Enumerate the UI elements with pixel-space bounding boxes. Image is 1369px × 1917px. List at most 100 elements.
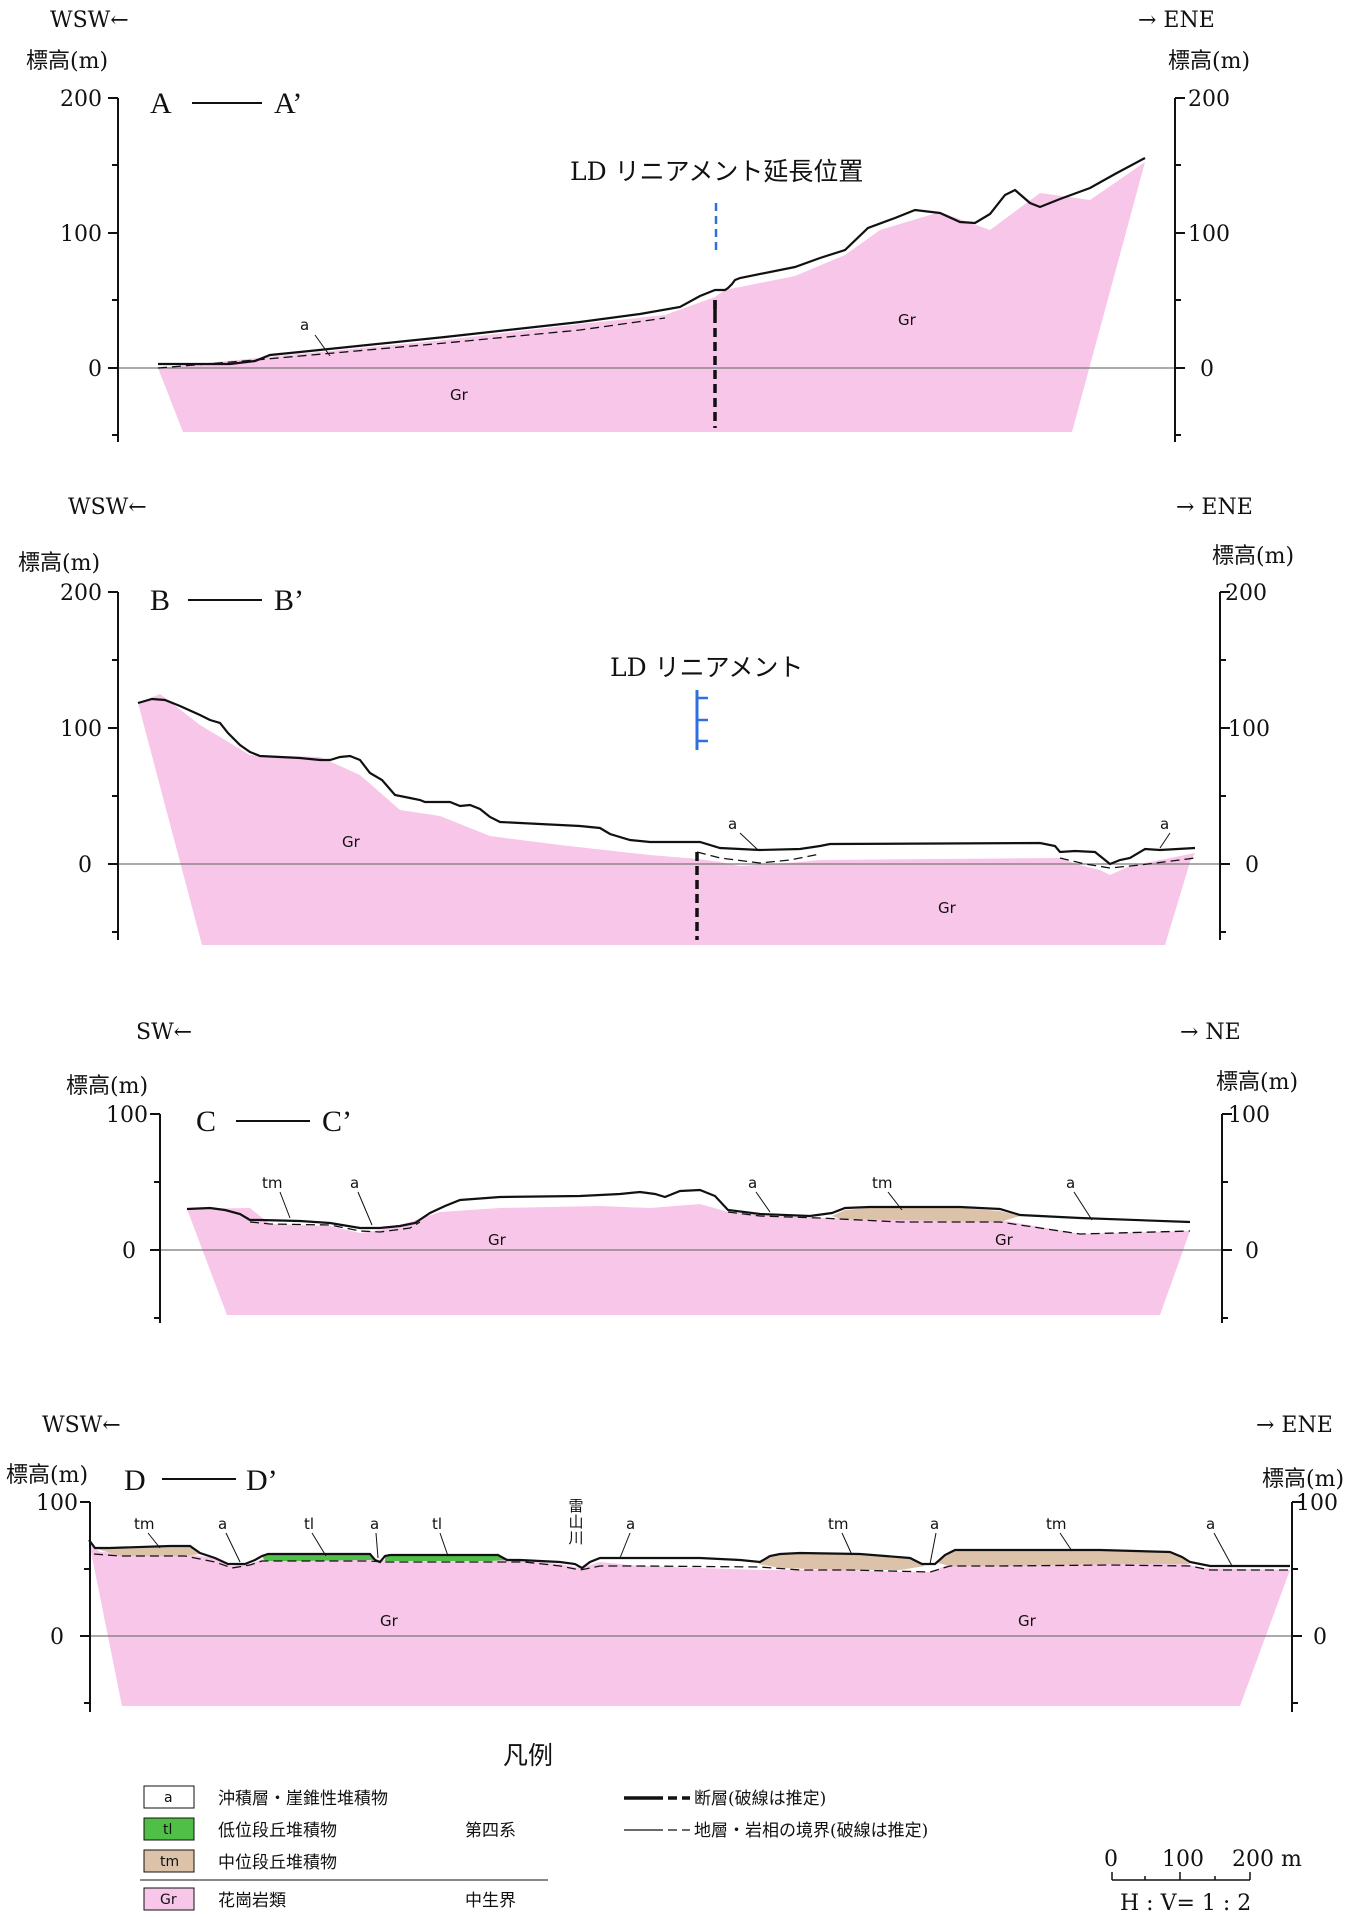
leader-b-a1 — [739, 832, 759, 851]
legend-item-fault: 断層(破線は推定) — [624, 1789, 826, 1809]
unit-label-gr-c2: Gr — [995, 1231, 1014, 1249]
left-axis-b — [108, 591, 119, 940]
section-title-c: C — [196, 1105, 216, 1138]
deposit-label-d-a4: a — [930, 1515, 939, 1533]
ground-surface-c — [186, 1188, 1191, 1230]
right-axis-c — [1221, 1113, 1232, 1323]
granite-body-b — [138, 694, 1195, 945]
unit-left-b: 標高(m) — [18, 551, 100, 576]
deposit-label-d-tl1: tl — [304, 1515, 314, 1533]
tick-label-b-200-left: 200 — [60, 581, 102, 606]
unit-right-d: 標高(m) — [1262, 1467, 1344, 1492]
deposit-label-c-tm1: tm — [262, 1174, 283, 1192]
tick-label-a-200-right: 200 — [1188, 87, 1230, 112]
alluvium-boundary-b1 — [696, 851, 821, 864]
legend-symbol-low-terrace: tl — [163, 1822, 172, 1838]
section-title-a: A — [150, 87, 172, 120]
scale-label-0: 0 — [1104, 1847, 1118, 1872]
unit-right-c: 標高(m) — [1216, 1070, 1298, 1095]
river-name-char-3: 川 — [568, 1529, 583, 1547]
legend-item-alluvium: a 沖積層・崖錐性堆積物 — [143, 1785, 388, 1809]
tick-label-b-200-right: 200 — [1225, 581, 1267, 606]
tick-label-a-0-left: 0 — [88, 357, 102, 382]
section-title-a-prime: A’ — [274, 87, 302, 120]
river-name-char-1: 雷 — [568, 1497, 583, 1515]
legend-symbol-middle-terrace: tm — [160, 1854, 179, 1870]
tick-label-d-100-right: 100 — [1296, 1491, 1338, 1516]
deposit-label-c-tm2: tm — [872, 1174, 893, 1192]
leader-d-a3 — [619, 1532, 631, 1559]
right-axis-a — [1174, 97, 1185, 442]
legend-label-middle-terrace: 中位段丘堆積物 — [218, 1853, 337, 1873]
unit-left-d: 標高(m) — [6, 1463, 88, 1488]
ground-surface-b — [137, 697, 1196, 866]
left-axis-c — [150, 1113, 161, 1323]
unit-label-gr-d2: Gr — [1018, 1612, 1037, 1630]
tick-label-d-100-left: 100 — [36, 1491, 78, 1516]
deposit-label-c-a2: a — [748, 1174, 757, 1192]
tick-label-c-0-right: 0 — [1245, 1239, 1259, 1264]
granite-body-a — [158, 162, 1145, 432]
legend-label-fault: 断層(破線は推定) — [694, 1789, 826, 1809]
lineament-label-a: LD リニアメント延長位置 — [570, 157, 863, 186]
deposit-label-d-a3: a — [626, 1515, 635, 1533]
left-axis-d — [80, 1501, 91, 1712]
leader-d-tl1 — [311, 1532, 327, 1557]
tick-label-b-0-left: 0 — [78, 853, 92, 878]
granite-body-c — [187, 1204, 1190, 1315]
legend-label-granite: 花崗岩類 — [218, 1891, 286, 1911]
unit-right-a: 標高(m) — [1168, 49, 1250, 74]
scale-ratio: H : V= 1 : 2 — [1120, 1891, 1251, 1916]
section-title-d-prime: D’ — [246, 1464, 278, 1497]
tick-label-c-100-left: 100 — [106, 1103, 148, 1128]
boundary-c1 — [249, 1221, 421, 1233]
legend-symbol-alluvium: a — [164, 1790, 173, 1806]
tick-label-d-0-left: 0 — [50, 1625, 64, 1650]
section-title-b-prime: B’ — [274, 584, 304, 617]
direction-right-a: → ENE — [1138, 8, 1215, 33]
deposit-label-d-a5: a — [1206, 1515, 1215, 1533]
unit-label-gr-d1: Gr — [380, 1612, 399, 1630]
leader-c-tm1 — [279, 1191, 291, 1219]
deposit-label-d-tm1: tm — [134, 1515, 155, 1533]
section-b: WSW← → ENE 標高(m) 標高(m) 200 100 0 200 1 — [18, 495, 1294, 945]
leader-d-tl2 — [439, 1532, 449, 1557]
tick-label-b-100-left: 100 — [60, 717, 102, 742]
tick-label-a-200-left: 200 — [60, 87, 102, 112]
tick-label-a-100-left: 100 — [60, 222, 102, 247]
unit-right-b: 標高(m) — [1212, 544, 1294, 569]
legend-swatch-low-terrace — [143, 1817, 195, 1841]
legend-item-granite: Gr 花崗岩類 — [143, 1887, 286, 1911]
scale-label-200: 200 m — [1232, 1847, 1302, 1872]
tick-label-b-100-right: 100 — [1228, 717, 1270, 742]
leader-a-a — [314, 334, 331, 357]
leader-c-a3 — [1073, 1191, 1093, 1221]
boundary-d1 — [93, 1553, 1290, 1573]
legend-swatch-middle-terrace — [143, 1849, 195, 1873]
legend-symbol-granite: Gr — [160, 1892, 177, 1908]
legend-swatch-granite — [143, 1887, 195, 1911]
leader-d-tm2 — [841, 1532, 853, 1556]
leader-c-tm2 — [887, 1191, 903, 1211]
legend-swatch-alluvium — [143, 1785, 195, 1809]
unit-left-a: 標高(m) — [26, 49, 108, 74]
direction-left-a: WSW← — [50, 8, 129, 33]
direction-left-b: WSW← — [68, 495, 147, 520]
leader-c-a2 — [755, 1191, 771, 1213]
scale-bar: 0 100 200 m H : V= 1 : 2 — [1104, 1847, 1302, 1916]
leader-d-a2 — [375, 1532, 379, 1559]
leader-d-tm1 — [147, 1532, 161, 1549]
boundary-c2 — [727, 1211, 1191, 1235]
legend: 凡例 a 沖積層・崖錐性堆積物 tl 低位段丘堆積物 tm 中位段丘堆積物 Gr… — [140, 1741, 928, 1911]
river-name-char-2: 山 — [568, 1513, 583, 1531]
leader-d-a1 — [225, 1532, 241, 1563]
tick-label-a-0-right: 0 — [1200, 357, 1214, 382]
right-axis-b — [1219, 591, 1230, 940]
legend-item-middle-terrace: tm 中位段丘堆積物 — [143, 1849, 337, 1873]
unit-left-c: 標高(m) — [66, 1074, 148, 1099]
leader-d-a4 — [929, 1532, 937, 1565]
granite-body-d — [89, 1542, 1290, 1706]
ground-surface-d — [88, 1539, 1290, 1570]
unit-label-gr-c1: Gr — [488, 1231, 507, 1249]
